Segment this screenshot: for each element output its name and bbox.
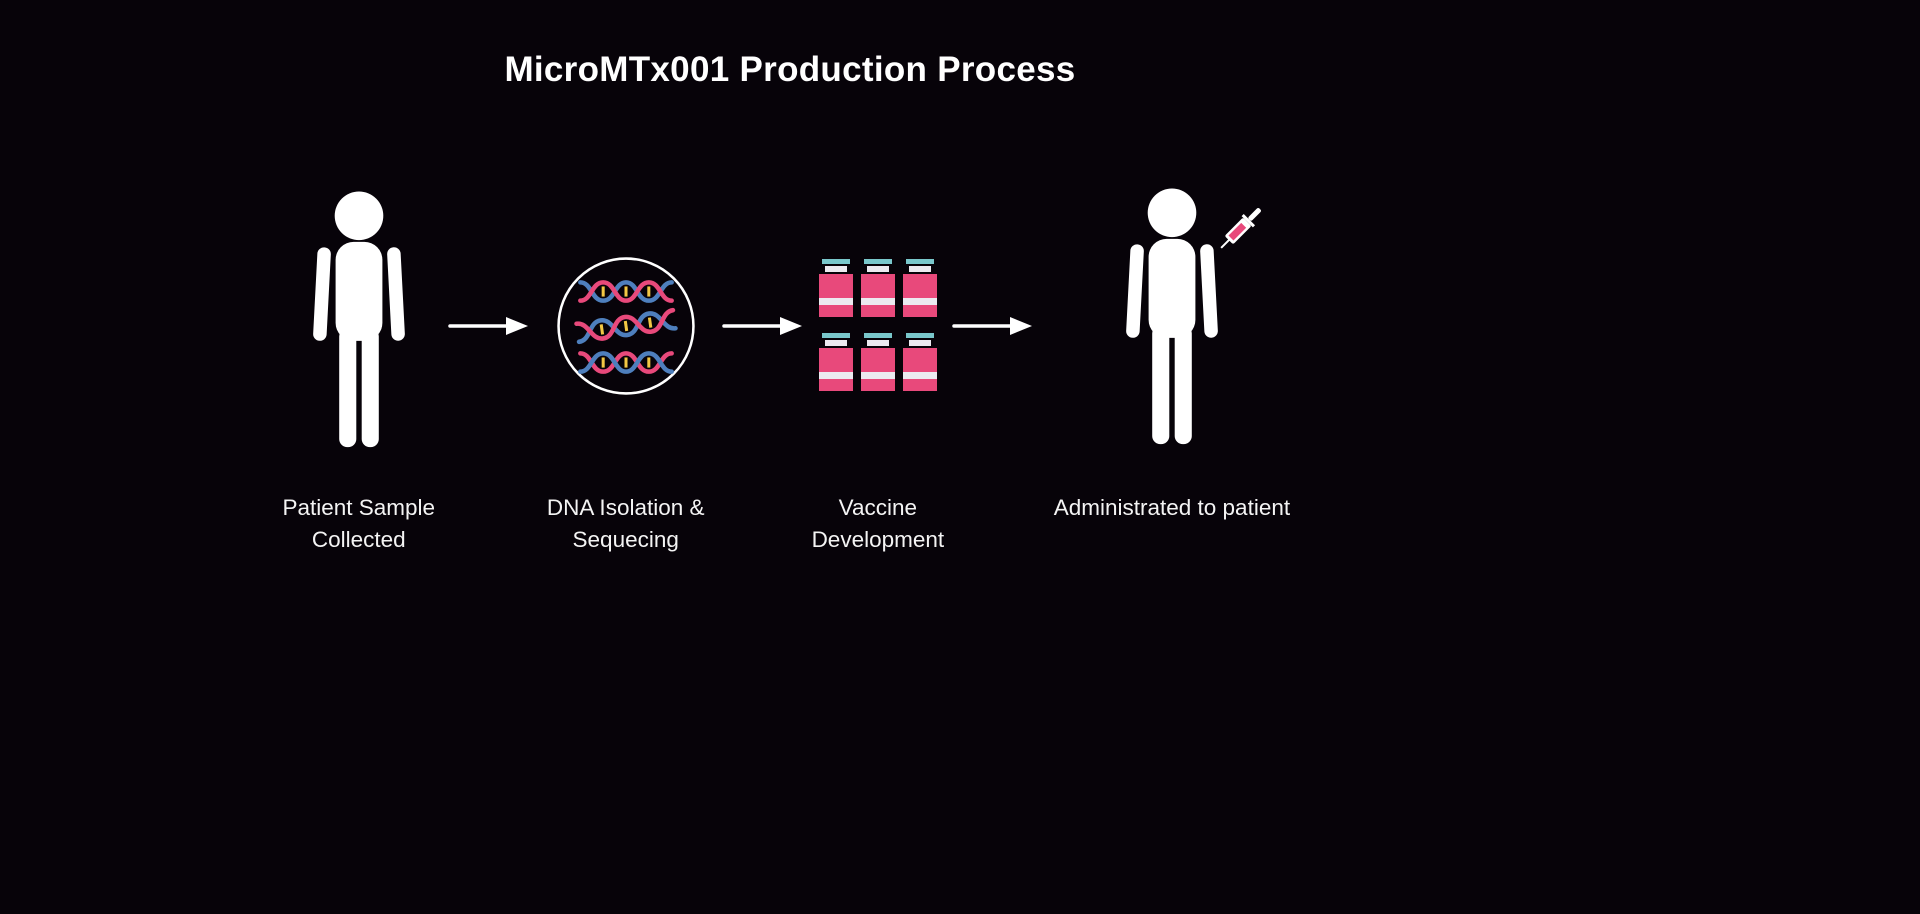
stage-dna-isolation-sequencing: DNA Isolation & Sequecing xyxy=(530,186,722,555)
person-with-syringe-icon xyxy=(1118,186,1261,466)
stage-label: Vaccine Development xyxy=(811,495,945,552)
stage-label: Administrated to patient xyxy=(1053,495,1291,520)
stage-label: DNA Isolation & Sequecing xyxy=(546,495,705,552)
vaccine-vials-icon xyxy=(818,259,937,391)
person-icon xyxy=(1126,188,1218,445)
stage-label: Patient Sample Collected xyxy=(282,495,436,552)
stage-icon-box xyxy=(818,186,937,466)
diagram-title: MicroMTx001 Production Process xyxy=(504,50,1076,89)
person-icon xyxy=(312,191,405,447)
process-flow: Patient Sample Collected xyxy=(270,186,1310,555)
syringe-icon xyxy=(1220,208,1261,249)
stage-patient-sample-collected: Patient Sample Collected xyxy=(270,186,448,555)
arrow-box xyxy=(447,186,530,466)
stage-icon-box xyxy=(305,186,413,466)
stage-icon-box xyxy=(555,186,697,466)
right-arrow-icon xyxy=(952,317,1032,335)
right-arrow-icon xyxy=(722,317,802,335)
stage-administrated-to-patient: Administrated to patient xyxy=(1034,186,1310,524)
arrow-box xyxy=(722,186,804,466)
stage-icon-box xyxy=(1118,186,1261,466)
dna-circle-icon xyxy=(556,257,695,395)
arrow-box xyxy=(952,186,1034,466)
right-arrow-icon xyxy=(447,317,528,335)
stage-vaccine-development: Vaccine Development xyxy=(804,186,952,555)
